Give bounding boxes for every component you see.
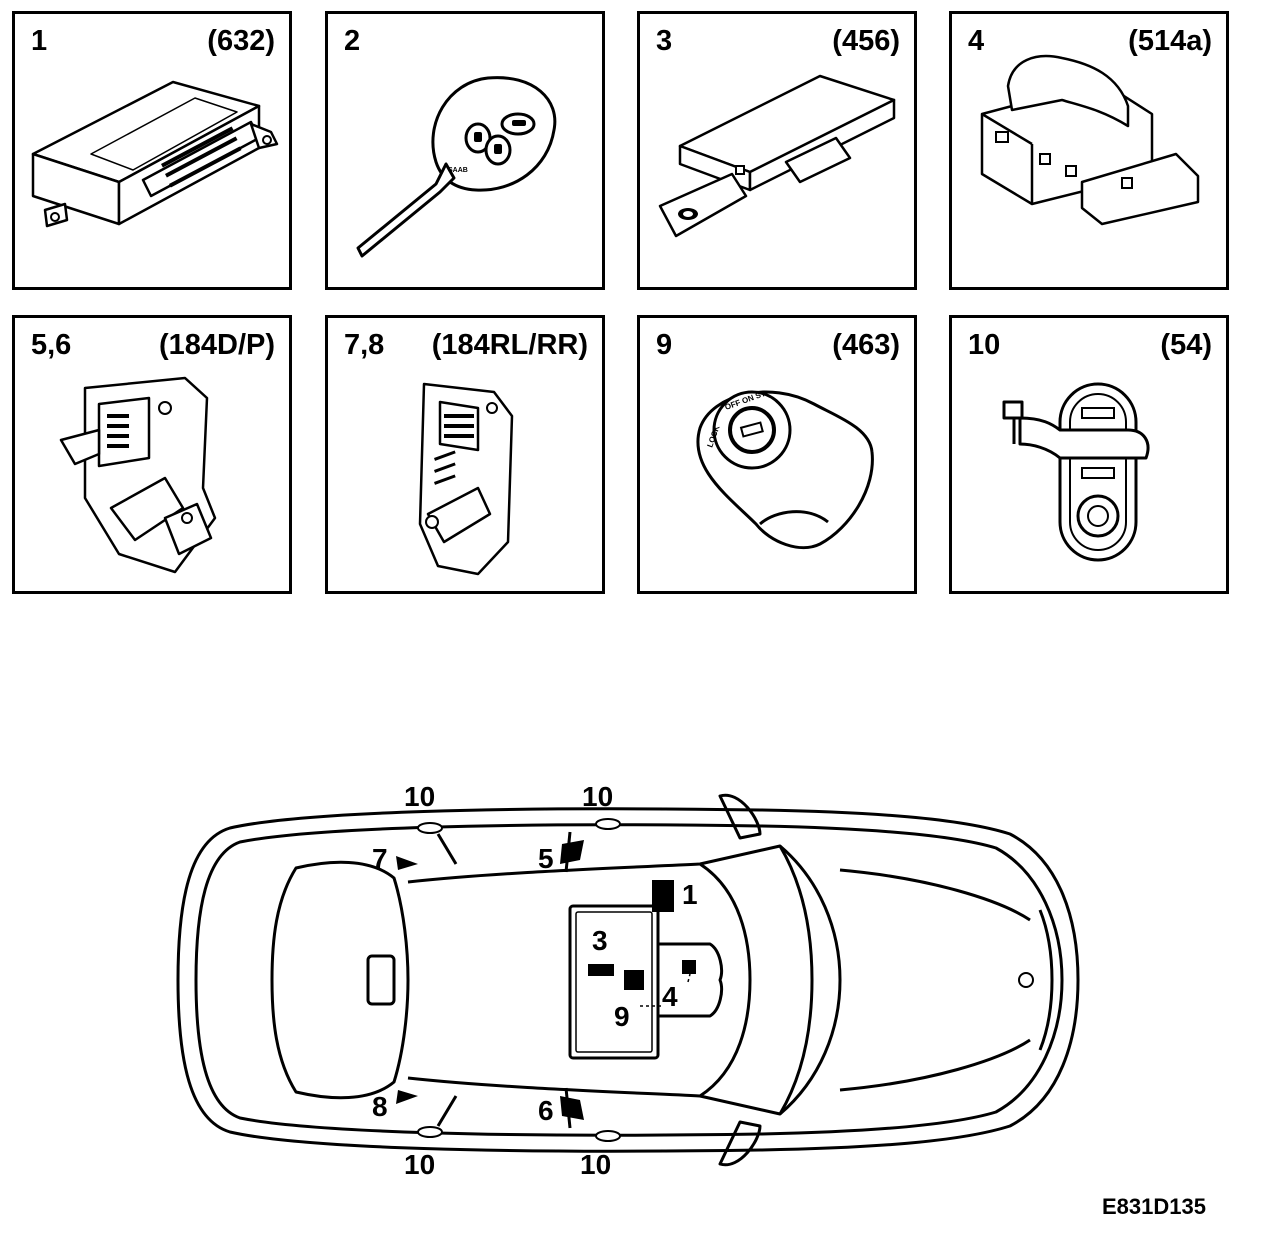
panel-code: (184D/P) (158, 329, 275, 361)
front-door-lock-drawing (59, 376, 217, 574)
panel-number: 4 (968, 25, 985, 57)
car-body-outline (176, 793, 1080, 1167)
panel-ignition-switch: 9 (463) OFF ON ST LOCK (637, 315, 917, 594)
panel-code: (184RL/RR) (431, 329, 588, 361)
marker-module-9 (624, 970, 644, 990)
rear-door-lock-drawing (418, 382, 514, 576)
panel-switch: 4 (514a) (949, 11, 1229, 290)
control-module-drawing (31, 80, 279, 228)
panel-number: 10 (968, 329, 1001, 361)
panel-front-door-lock: 5,6 (184D/P) (12, 315, 292, 594)
marker-door-contact (595, 1130, 621, 1142)
callout-10-top-rear: 10 (404, 781, 435, 812)
key-brand-text: SAAB (448, 167, 468, 174)
fuel-cap-marker (1018, 972, 1034, 988)
panel-rear-door-lock: 7,8 (184RL/RR) (325, 315, 605, 594)
panel-remote-key: 2 SAAB (325, 11, 605, 290)
panel-door-contact: 10 (54) (949, 315, 1229, 594)
panel-number: 5,6 (31, 329, 72, 361)
callout-10-bottom-front: 10 (580, 1149, 611, 1180)
panel-code: (54) (1160, 329, 1212, 361)
callout-10-bottom-rear: 10 (404, 1149, 435, 1180)
car-top-view-drawing: 10 10 10 10 7 5 8 6 1 3 4 9 (176, 781, 1080, 1180)
panel-code: (463) (832, 329, 900, 361)
panel-control-module: 1 (632) (12, 11, 292, 290)
ignition-switch-drawing: OFF ON ST LOCK (696, 389, 874, 550)
marker-lock-8 (396, 1090, 418, 1104)
panel-code: (632) (207, 25, 275, 57)
panel-number: 1 (31, 25, 48, 57)
callout-5: 5 (538, 843, 554, 874)
panel-number: 3 (656, 25, 673, 57)
panel-code: (514a) (1128, 25, 1212, 57)
callout-6: 6 (538, 1095, 554, 1126)
marker-lock-5 (560, 840, 584, 864)
door-contact-markers (417, 818, 621, 1142)
receiver-module-drawing (658, 74, 896, 238)
callout-4: 4 (662, 981, 678, 1012)
panel-number: 2 (344, 25, 361, 57)
remote-key-drawing: SAAB (356, 76, 557, 258)
panel-receiver-module: 3 (456) (637, 11, 917, 290)
marker-door-contact (417, 822, 443, 834)
callout-7: 7 (372, 843, 388, 874)
panel-number: 9 (656, 329, 673, 361)
callout-3: 3 (592, 925, 608, 956)
marker-door-contact (595, 818, 621, 830)
marker-lock-7 (396, 856, 418, 870)
door-contact-drawing (1002, 382, 1150, 562)
marker-lock-6 (560, 1096, 584, 1120)
figure-reference: E831D135 (1102, 1194, 1206, 1219)
panel-code: (456) (832, 25, 900, 57)
component-markers (396, 840, 696, 1120)
callout-leaders (640, 973, 691, 1007)
marker-module-3 (588, 964, 614, 976)
callout-1: 1 (682, 879, 698, 910)
marker-module-1 (652, 880, 674, 912)
marker-door-contact (417, 1126, 443, 1138)
marker-module-4 (682, 960, 696, 974)
panel-number: 7,8 (344, 329, 385, 361)
callout-9: 9 (614, 1001, 630, 1032)
switch-drawing (980, 54, 1200, 226)
callout-10-top-front: 10 (582, 781, 613, 812)
callout-8: 8 (372, 1091, 388, 1122)
